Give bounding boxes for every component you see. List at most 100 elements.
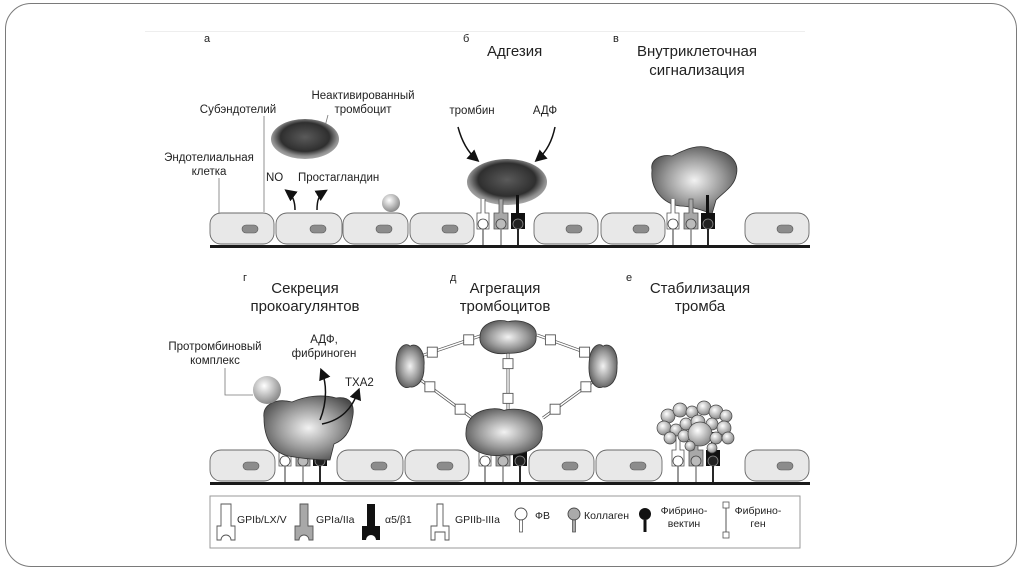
- collagen-ligand: [690, 455, 702, 467]
- cell-nucleus: [441, 224, 459, 234]
- label-inactive-platelet-l2: тромбоцит: [334, 104, 392, 116]
- cell-nucleus: [776, 224, 794, 234]
- clot-platelet: [663, 431, 677, 445]
- fibronectin-stem: [643, 520, 647, 532]
- activated-platelet: [651, 146, 738, 215]
- panel-title-b: Адгезия: [487, 43, 542, 60]
- header-divider: [145, 31, 805, 32]
- fibronectin-ligand: [512, 218, 524, 230]
- slide-frame: [5, 3, 1017, 567]
- gpiib-receptor: [580, 381, 592, 393]
- fibronectin-ligand: [702, 218, 714, 230]
- a5b1-stem: [706, 195, 709, 213]
- basement-membrane: [210, 245, 810, 248]
- vwf-ligand-icon: [514, 507, 528, 521]
- collagen-ligand: [495, 218, 507, 230]
- legend-label-vwf: ФВ: [535, 510, 550, 522]
- aggregation-network: [395, 320, 618, 456]
- endothelial-cell: [595, 449, 663, 482]
- cell-nucleus: [241, 224, 259, 234]
- endothelial-cell: [342, 212, 409, 245]
- label-endothelial-l1: Эндотелиальная: [164, 152, 254, 164]
- stabilized-clot: [656, 400, 735, 454]
- label-prothrombin-l1: Протромбиновый: [168, 341, 261, 353]
- gpiib-receptor: [426, 346, 438, 358]
- gpiib-receptor-icon: [430, 503, 450, 541]
- vwf-ligand: [672, 455, 684, 467]
- vwf-stem: [519, 519, 523, 533]
- clot-platelet: [719, 409, 733, 423]
- legend-label-fibrinogen-l2: ген: [750, 518, 765, 530]
- collagen-stem: [572, 519, 576, 533]
- endothelial-cell: [275, 212, 343, 245]
- gpia-receptor-icon: [294, 503, 314, 541]
- panel-letter-b: б: [463, 33, 469, 45]
- fibronectin-ligand-icon: [639, 508, 651, 520]
- row-bottom: г Секреция прокоагулянтов д Агрегация тр…: [168, 272, 750, 461]
- cell-nucleus: [561, 461, 579, 471]
- label-endothelial-l2: клетка: [192, 166, 227, 178]
- legend-label-a5b1: α5/β1: [385, 514, 412, 526]
- collagen-ligand: [685, 218, 697, 230]
- legend-label-gpia: GPIa/IIa: [316, 514, 355, 526]
- endothelial-cell: [528, 449, 595, 482]
- clot-platelet: [672, 402, 688, 418]
- aggregating-platelet-left: [395, 344, 425, 388]
- panel-title-c-line1: Внутриклеточная: [637, 43, 757, 60]
- secreting-platelet: [263, 395, 354, 461]
- thrombin-arrow-icon: [457, 126, 480, 162]
- label-thrombin: тромбин: [449, 105, 494, 117]
- leader-prothrombin: [224, 368, 253, 396]
- row-top: а б Адгезия в Внутриклеточная сигнализац…: [164, 33, 757, 215]
- panel-title-f-line2: тромба: [675, 298, 726, 315]
- gpiib-receptor: [454, 403, 466, 415]
- gpiib-receptor: [579, 346, 591, 358]
- aggregating-platelet-right: [588, 344, 618, 388]
- adhering-platelet: [467, 159, 547, 205]
- cell-nucleus: [632, 224, 650, 234]
- inactive-platelet: [271, 119, 339, 159]
- endothelial-cell: [336, 449, 404, 482]
- cell-nucleus: [309, 224, 327, 234]
- panel-title-e-line1: Агрегация: [470, 280, 541, 297]
- collagen-ligand: [497, 455, 509, 467]
- vwf-ligand: [477, 218, 489, 230]
- panel-letter-f: е: [626, 272, 632, 284]
- panel-letter-a: а: [204, 33, 211, 45]
- label-prostaglandin: Простагландин: [298, 172, 379, 184]
- legend-label-collagen: Коллаген: [584, 510, 629, 522]
- panel-title-f-line1: Стабилизация: [650, 280, 750, 297]
- cell-nucleus: [629, 461, 647, 471]
- gpiib-receptor: [502, 392, 514, 404]
- clot-platelet: [684, 440, 696, 452]
- gpiib-receptor: [502, 358, 514, 370]
- cell-nucleus: [436, 461, 454, 471]
- vwf-ligand: [279, 455, 291, 467]
- adp-arrow-icon: [534, 126, 556, 162]
- label-prothrombin-l2: комплекс: [190, 355, 240, 367]
- no-arrow-icon: [284, 189, 298, 211]
- panel-letter-c: в: [613, 33, 619, 45]
- fibrinogen-ligand-icon: [722, 501, 730, 509]
- gpib-receptor-icon: [216, 503, 236, 541]
- aggregating-platelet-bottom: [465, 408, 543, 456]
- cell-nucleus: [375, 224, 393, 234]
- vwf-ligand: [667, 218, 679, 230]
- legend-label-gpib: GPIb/LX/V: [237, 514, 287, 526]
- gpiib-receptor: [463, 334, 475, 346]
- vwf-ligand: [479, 455, 491, 467]
- adp-secretion-arrow-icon: [319, 367, 331, 421]
- label-no: NO: [266, 172, 283, 184]
- label-txa2: TXA2: [345, 377, 374, 389]
- panel-letter-e: д: [450, 272, 457, 284]
- endothelium-layer-top: [209, 212, 810, 248]
- prothrombin-complex-sphere: [253, 376, 281, 404]
- legend-label-fibronectin-l2: вектин: [668, 518, 701, 530]
- clot-platelet: [721, 431, 735, 445]
- cell-nucleus: [565, 224, 583, 234]
- txa2-arrow-icon: [321, 387, 361, 425]
- endothelium-layer-bottom: [209, 449, 810, 485]
- gpiib-receptor: [424, 381, 436, 393]
